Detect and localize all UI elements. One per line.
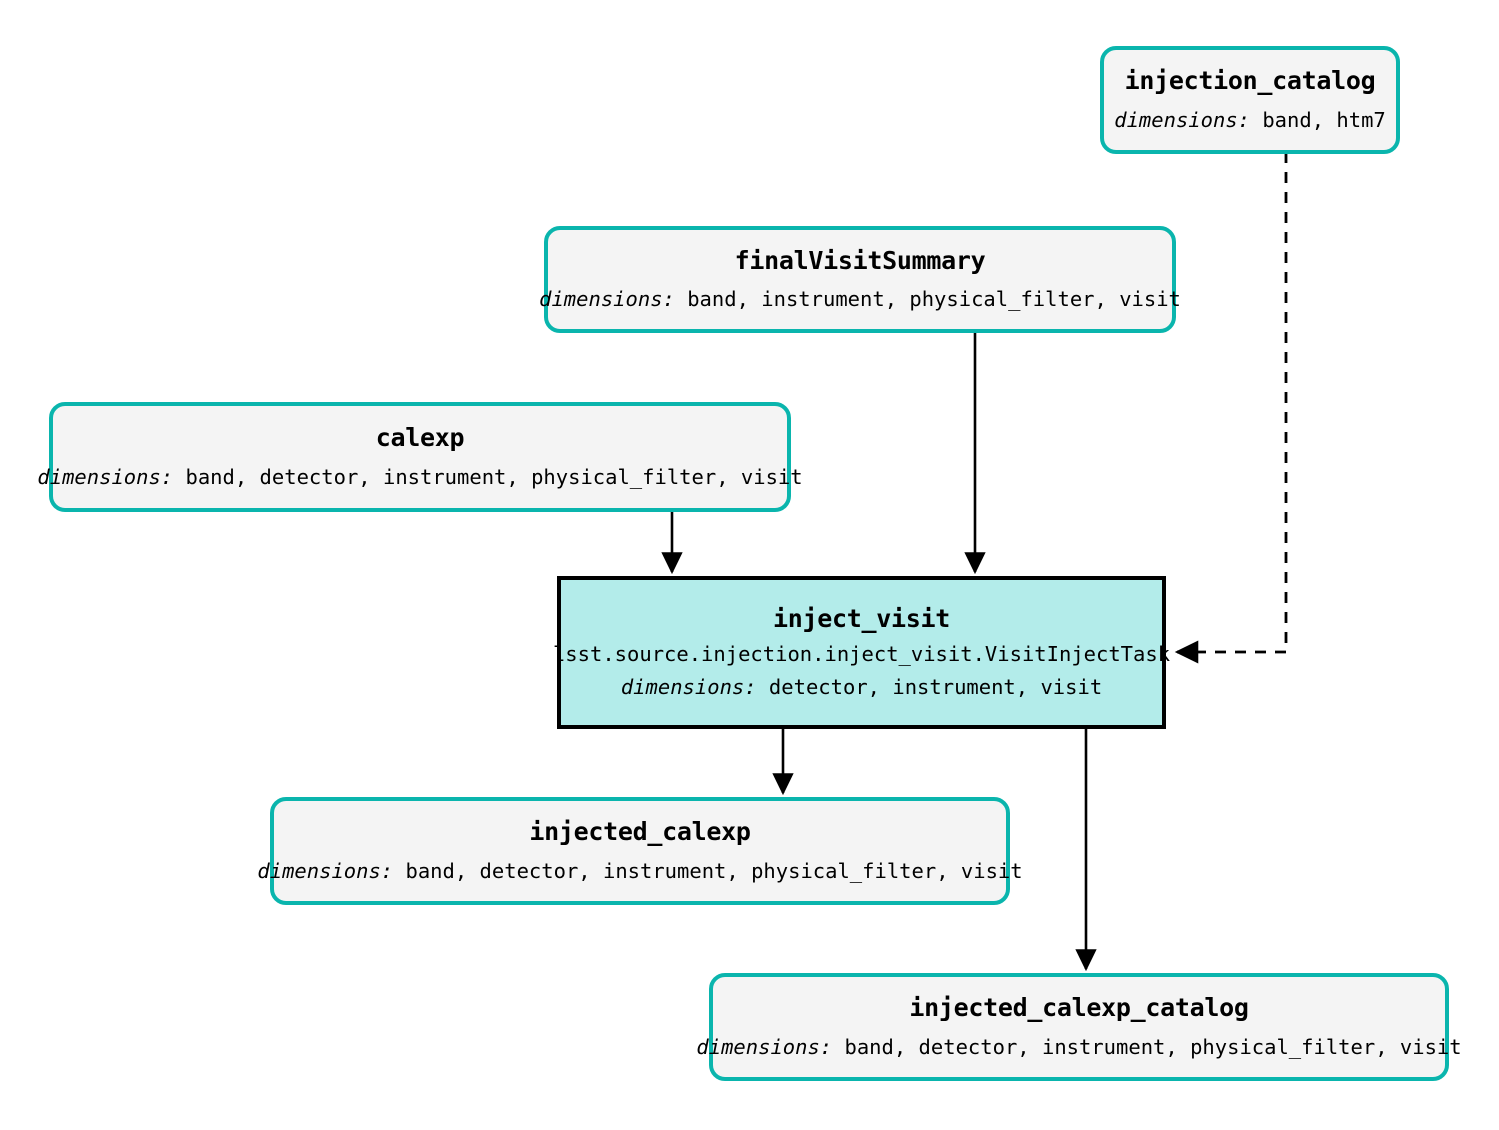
node-title: injected_calexp	[529, 817, 751, 847]
dimensions-value: band, detector, instrument, physical_fil…	[393, 858, 1023, 883]
node-dimensions: dimensions: band, detector, instrument, …	[257, 858, 1023, 884]
node-finalvisitsummary[interactable]: finalVisitSummary dimensions: band, inst…	[539, 226, 1181, 333]
node-title: finalVisitSummary	[734, 245, 986, 275]
node-title: inject_visit	[772, 604, 950, 634]
node-dimensions: dimensions: detector, instrument, visit	[620, 675, 1103, 700]
node-dimensions: dimensions: band, htm7	[1114, 107, 1386, 133]
node-inject-visit-task[interactable]: inject_visit lsst.source.injection.injec…	[553, 576, 1170, 729]
node-injection-catalog[interactable]: injection_catalog dimensions: band, htm7	[1100, 46, 1400, 154]
dimensions-value: band, instrument, physical_filter, visit	[674, 287, 1181, 312]
node-dimensions: dimensions: band, detector, instrument, …	[696, 1034, 1462, 1060]
dimensions-label: dimensions:	[37, 464, 174, 489]
dimensions-value: detector, instrument, visit	[756, 675, 1103, 700]
node-title: calexp	[375, 423, 465, 453]
node-title: injection_catalog	[1124, 66, 1376, 96]
node-injected-calexp-catalog[interactable]: injected_calexp_catalog dimensions: band…	[696, 973, 1462, 1081]
dimensions-value: band, htm7	[1250, 107, 1386, 132]
node-class-path: lsst.source.injection.inject_visit.Visit…	[552, 641, 1171, 666]
dimensions-label: dimensions:	[257, 858, 394, 883]
node-title: injected_calexp_catalog	[909, 993, 1249, 1023]
node-dimensions: dimensions: band, instrument, physical_f…	[539, 288, 1181, 312]
dimensions-value: band, detector, instrument, physical_fil…	[173, 464, 803, 489]
dimensions-label: dimensions:	[539, 287, 675, 312]
node-dimensions: dimensions: band, detector, instrument, …	[37, 464, 803, 490]
dimensions-label: dimensions:	[696, 1034, 833, 1059]
dimensions-label: dimensions:	[620, 675, 757, 700]
dimensions-label: dimensions:	[1114, 107, 1250, 132]
node-injected-calexp[interactable]: injected_calexp dimensions: band, detect…	[257, 797, 1023, 905]
dimensions-value: band, detector, instrument, physical_fil…	[832, 1034, 1462, 1059]
edge-injection-catalog-to-inject-visit	[1174, 152, 1288, 664]
node-calexp[interactable]: calexp dimensions: band, detector, instr…	[37, 402, 803, 512]
